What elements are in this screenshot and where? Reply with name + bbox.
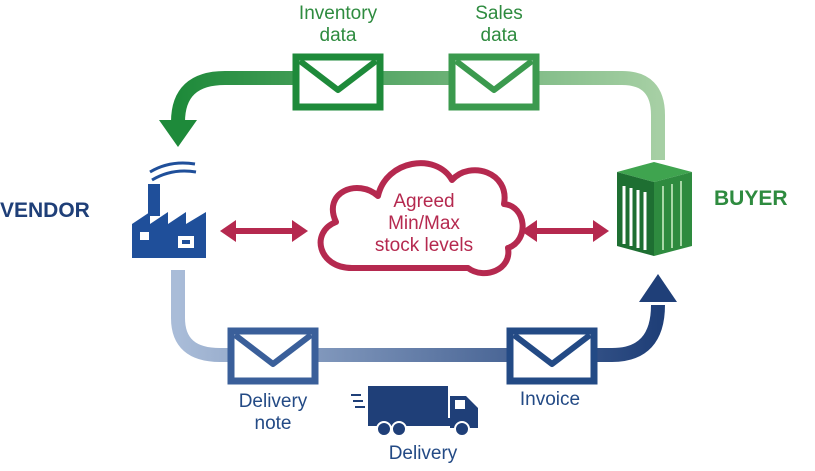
- sales-data-label: Sales data: [475, 3, 523, 46]
- inventory-data-label: Inventory data: [298, 3, 378, 46]
- envelope-icon: [506, 327, 598, 385]
- agreement-label: Agreed Min/Max stock levels: [374, 191, 474, 256]
- info-flow-arrowhead: [159, 120, 197, 147]
- truck-icon: [351, 386, 478, 437]
- vendor-label: VENDOR: [0, 199, 90, 222]
- goods-flow-arrowhead: [639, 274, 677, 302]
- goods-flow-path: [171, 270, 665, 362]
- envelope-icon: [227, 327, 319, 385]
- warehouse-icon: [617, 162, 692, 256]
- double-arrow-icon: [521, 220, 609, 242]
- info-flow-path: [171, 71, 665, 160]
- delivery-note-label: Delivery note: [238, 391, 308, 434]
- factory-icon: [132, 161, 206, 258]
- delivery-label: Delivery: [388, 443, 458, 464]
- buyer-label: BUYER: [714, 187, 788, 210]
- envelope-icon: [292, 53, 384, 111]
- double-arrow-icon: [220, 220, 308, 242]
- agreement-cloud: [317, 160, 526, 277]
- invoice-label: Invoice: [519, 389, 581, 410]
- envelope-icon: [448, 53, 540, 111]
